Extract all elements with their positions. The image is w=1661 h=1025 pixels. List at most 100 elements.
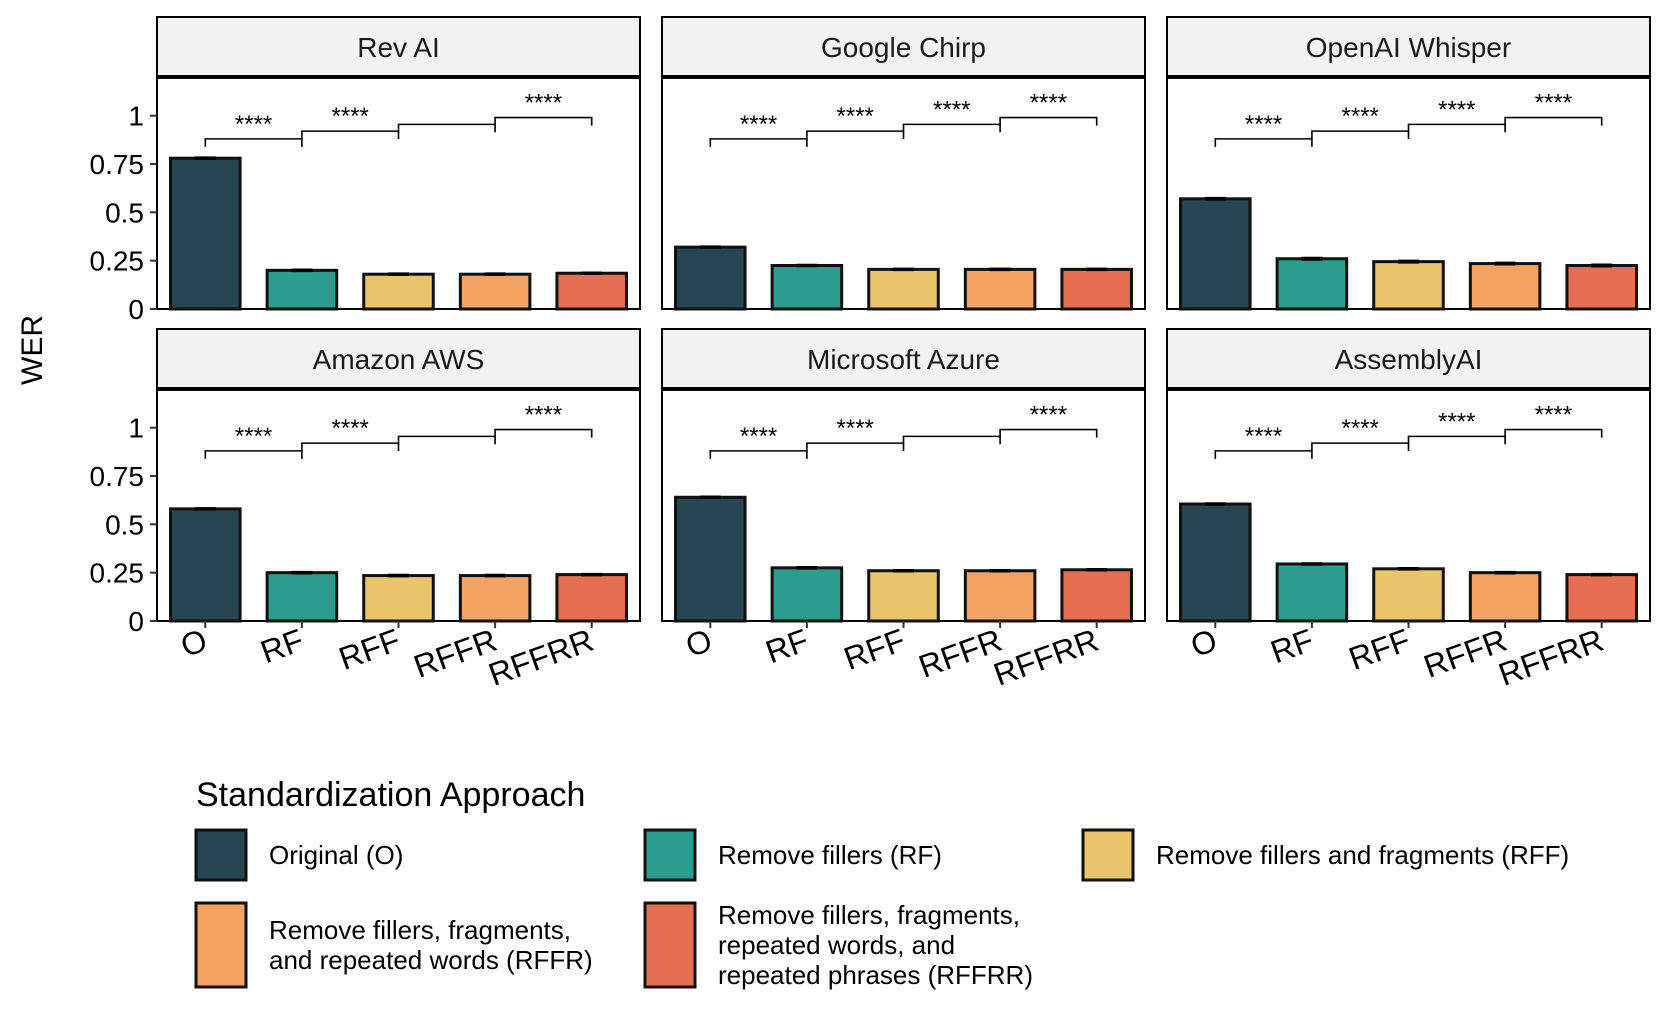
bar-RFFRR [555,271,628,311]
significance-label: **** [1342,415,1379,442]
bar-RF [265,571,339,623]
bar-RFFRR [555,573,628,623]
significance-label: **** [332,415,369,442]
significance-label: **** [1438,96,1475,123]
significance-bracket [1407,435,1506,445]
significance-label: **** [1030,402,1067,429]
legend-title: Standardization Approach [196,776,585,814]
significance-label: **** [1030,90,1067,117]
x-tick-label: RF [761,622,813,670]
bar-O [169,156,242,311]
legend-swatch-O [194,828,248,882]
bar-RF [770,566,844,623]
significance-bracket [1407,123,1506,133]
significance-bracket [902,435,1001,445]
significance-bracket [397,435,496,445]
bar-RFFR [963,569,1037,623]
significance-label: **** [933,96,970,123]
significance-label: **** [332,103,369,130]
legend-label: Remove fillers and fragments (RFF) [1156,840,1569,870]
significance-bracket [397,123,496,133]
significance-bracket [301,130,400,140]
bar-RFFRR [1060,267,1133,311]
significance-bracket [1311,442,1410,452]
significance-bracket [1504,116,1603,126]
significance-label: **** [1535,402,1572,429]
bar-O [674,495,747,623]
significance-label: **** [837,415,874,442]
bar-RF [1275,562,1349,623]
x-tick-label: RF [256,622,308,670]
legend-label: Remove fillers, fragments, [269,915,571,945]
facet-title: Google Chirp [821,32,986,63]
x-tick-label: RFFR [914,622,1006,685]
bar-RF [770,264,844,311]
facet-strip [156,328,641,390]
significance-bracket [999,116,1098,126]
bar-RFFR [458,272,532,311]
legend-label: repeated phrases (RFFRR) [718,960,1033,990]
significance-label: **** [1535,90,1572,117]
legend-label: Remove fillers, fragments, [718,900,1020,930]
bar-O [169,507,242,623]
facet-strip [1166,16,1651,78]
bar-RF [265,268,339,311]
significance-label: **** [1342,103,1379,130]
x-tick-label: RFF [1344,622,1415,677]
facet-title: OpenAI Whisper [1306,32,1511,63]
significance-bracket [806,130,905,140]
significance-bracket [494,428,593,438]
y-tick-label: 0 [128,294,144,325]
legend-label: Original (O) [269,840,403,870]
significance-bracket [494,116,593,126]
x-tick-label: O [1186,622,1222,664]
bar-RFF [362,272,435,311]
significance-label: **** [235,111,272,138]
bar-RFFR [458,574,532,623]
facet-title: Microsoft Azure [807,344,1000,375]
legend-label: repeated words, and [718,930,955,960]
significance-label: **** [235,423,272,450]
significance-label: **** [740,111,777,138]
bar-O [1179,502,1252,623]
x-tick-label: O [176,622,212,664]
x-tick-label: RFF [839,622,910,677]
facet-title: Rev AI [357,32,439,63]
legend-swatch-RFFR [194,901,248,989]
x-tick-label: RFFR [1419,622,1511,685]
significance-bracket [709,450,808,459]
significance-bracket [1504,428,1603,438]
y-tick-label: 1 [128,101,144,132]
bar-RFFRR [1565,573,1638,623]
significance-label: **** [525,90,562,117]
significance-bracket [301,442,400,452]
significance-label: **** [1245,111,1282,138]
significance-bracket [709,138,808,147]
significance-label: **** [837,103,874,130]
legend: Standardization Approach Original (O) Rem… [194,776,1569,990]
significance-bracket [902,123,1001,133]
bar-RFF [867,569,940,623]
significance-bracket [1214,450,1313,459]
significance-bracket [204,138,303,147]
legend-swatch-RFFRR [643,901,697,989]
x-tick-label: RFFRR [989,622,1103,693]
y-tick-label: 0.5 [105,509,144,540]
significance-bracket [1214,138,1313,147]
facets: Rev AI 0 0.25 0.5 0.75 1 **** **** **** Google Ch… [90,16,1651,693]
legend-swatch-RF [643,828,697,882]
bar-RFF [362,574,435,623]
bar-RF [1275,257,1349,311]
y-tick-label: 0.25 [90,246,145,277]
y-tick-label: 0.75 [90,149,145,180]
y-tick-label: 1 [128,413,144,444]
legend-label: and repeated words (RFFR) [269,945,593,975]
bar-RFF [1372,260,1445,311]
x-tick-label: RFFRR [484,622,598,693]
significance-bracket [204,450,303,459]
significance-label: **** [525,402,562,429]
x-tick-label: RFFRR [1494,622,1608,693]
